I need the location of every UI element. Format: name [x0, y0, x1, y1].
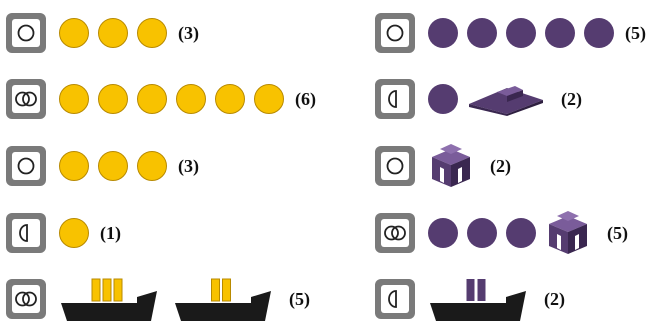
yellow-token-icon [137, 18, 167, 48]
purple-token-icon [545, 18, 575, 48]
yellow-token-icon [176, 84, 206, 114]
purple-token-icon [584, 18, 614, 48]
purple-token-icon [467, 18, 497, 48]
half-circle-icon [381, 85, 409, 113]
token-group [428, 275, 542, 323]
purple-token-icon [506, 218, 536, 248]
token-group [428, 143, 488, 189]
token-group [428, 18, 623, 48]
single-circle-icon [12, 152, 40, 180]
token-group [59, 218, 98, 248]
count-label: (2) [561, 89, 582, 110]
market-hall-icon [428, 143, 474, 189]
single-circle-icon [12, 19, 40, 47]
symbol-row: (3) [6, 144, 199, 188]
yellow-token-icon [98, 84, 128, 114]
symbol-row: (1) [6, 211, 121, 255]
single-circle-icon [381, 152, 409, 180]
single-circle-icon [381, 19, 409, 47]
ship-two-purple-cargo-icon [428, 275, 528, 323]
yellow-token-icon [59, 151, 89, 181]
symbol-tile [375, 213, 415, 253]
half-circle-icon [12, 219, 40, 247]
symbol-tile [375, 279, 415, 319]
token-group [59, 275, 287, 323]
yellow-token-icon [215, 84, 245, 114]
symbol-tile [6, 146, 46, 186]
count-label: (5) [607, 223, 628, 244]
token-group [428, 82, 559, 116]
symbol-tile [375, 146, 415, 186]
symbol-row: (6) [6, 77, 316, 121]
symbol-tile [375, 13, 415, 53]
symbol-tile [6, 13, 46, 53]
count-label: (6) [295, 89, 316, 110]
symbol-tile [375, 79, 415, 119]
yellow-token-icon [59, 18, 89, 48]
half-circle-icon [381, 285, 409, 313]
yellow-token-icon [137, 84, 167, 114]
yellow-token-icon [254, 84, 284, 114]
symbol-row: (5) [375, 11, 646, 55]
token-group [59, 84, 293, 114]
double-circle-icon [12, 285, 40, 313]
symbol-row: (5) [375, 211, 628, 255]
symbol-row: (2) [375, 77, 582, 121]
count-label: (2) [544, 289, 565, 310]
count-label: (3) [178, 156, 199, 177]
ship-two-cargo-icon [173, 275, 273, 323]
count-label: (1) [100, 223, 121, 244]
market-hall-icon [545, 210, 591, 256]
trading-post-icon [467, 82, 545, 116]
token-group [59, 151, 176, 181]
double-circle-icon [381, 219, 409, 247]
purple-token-icon [506, 18, 536, 48]
symbol-tile [6, 213, 46, 253]
purple-token-icon [467, 218, 497, 248]
ship-three-cargo-icon [59, 275, 159, 323]
yellow-token-icon [59, 84, 89, 114]
symbol-tile [6, 279, 46, 319]
symbol-row: (3) [6, 11, 199, 55]
symbol-row: (5) [6, 277, 310, 321]
purple-token-icon [428, 18, 458, 48]
token-group [428, 210, 605, 256]
yellow-token-icon [59, 218, 89, 248]
yellow-token-icon [98, 151, 128, 181]
purple-token-icon [428, 84, 458, 114]
count-label: (5) [289, 289, 310, 310]
count-label: (5) [625, 23, 646, 44]
symbol-tile [6, 79, 46, 119]
double-circle-icon [12, 85, 40, 113]
yellow-token-icon [98, 18, 128, 48]
symbol-row: (2) [375, 277, 565, 321]
yellow-token-icon [137, 151, 167, 181]
count-label: (2) [490, 156, 511, 177]
token-group [59, 18, 176, 48]
purple-token-icon [428, 218, 458, 248]
symbol-row: (2) [375, 144, 511, 188]
count-label: (3) [178, 23, 199, 44]
